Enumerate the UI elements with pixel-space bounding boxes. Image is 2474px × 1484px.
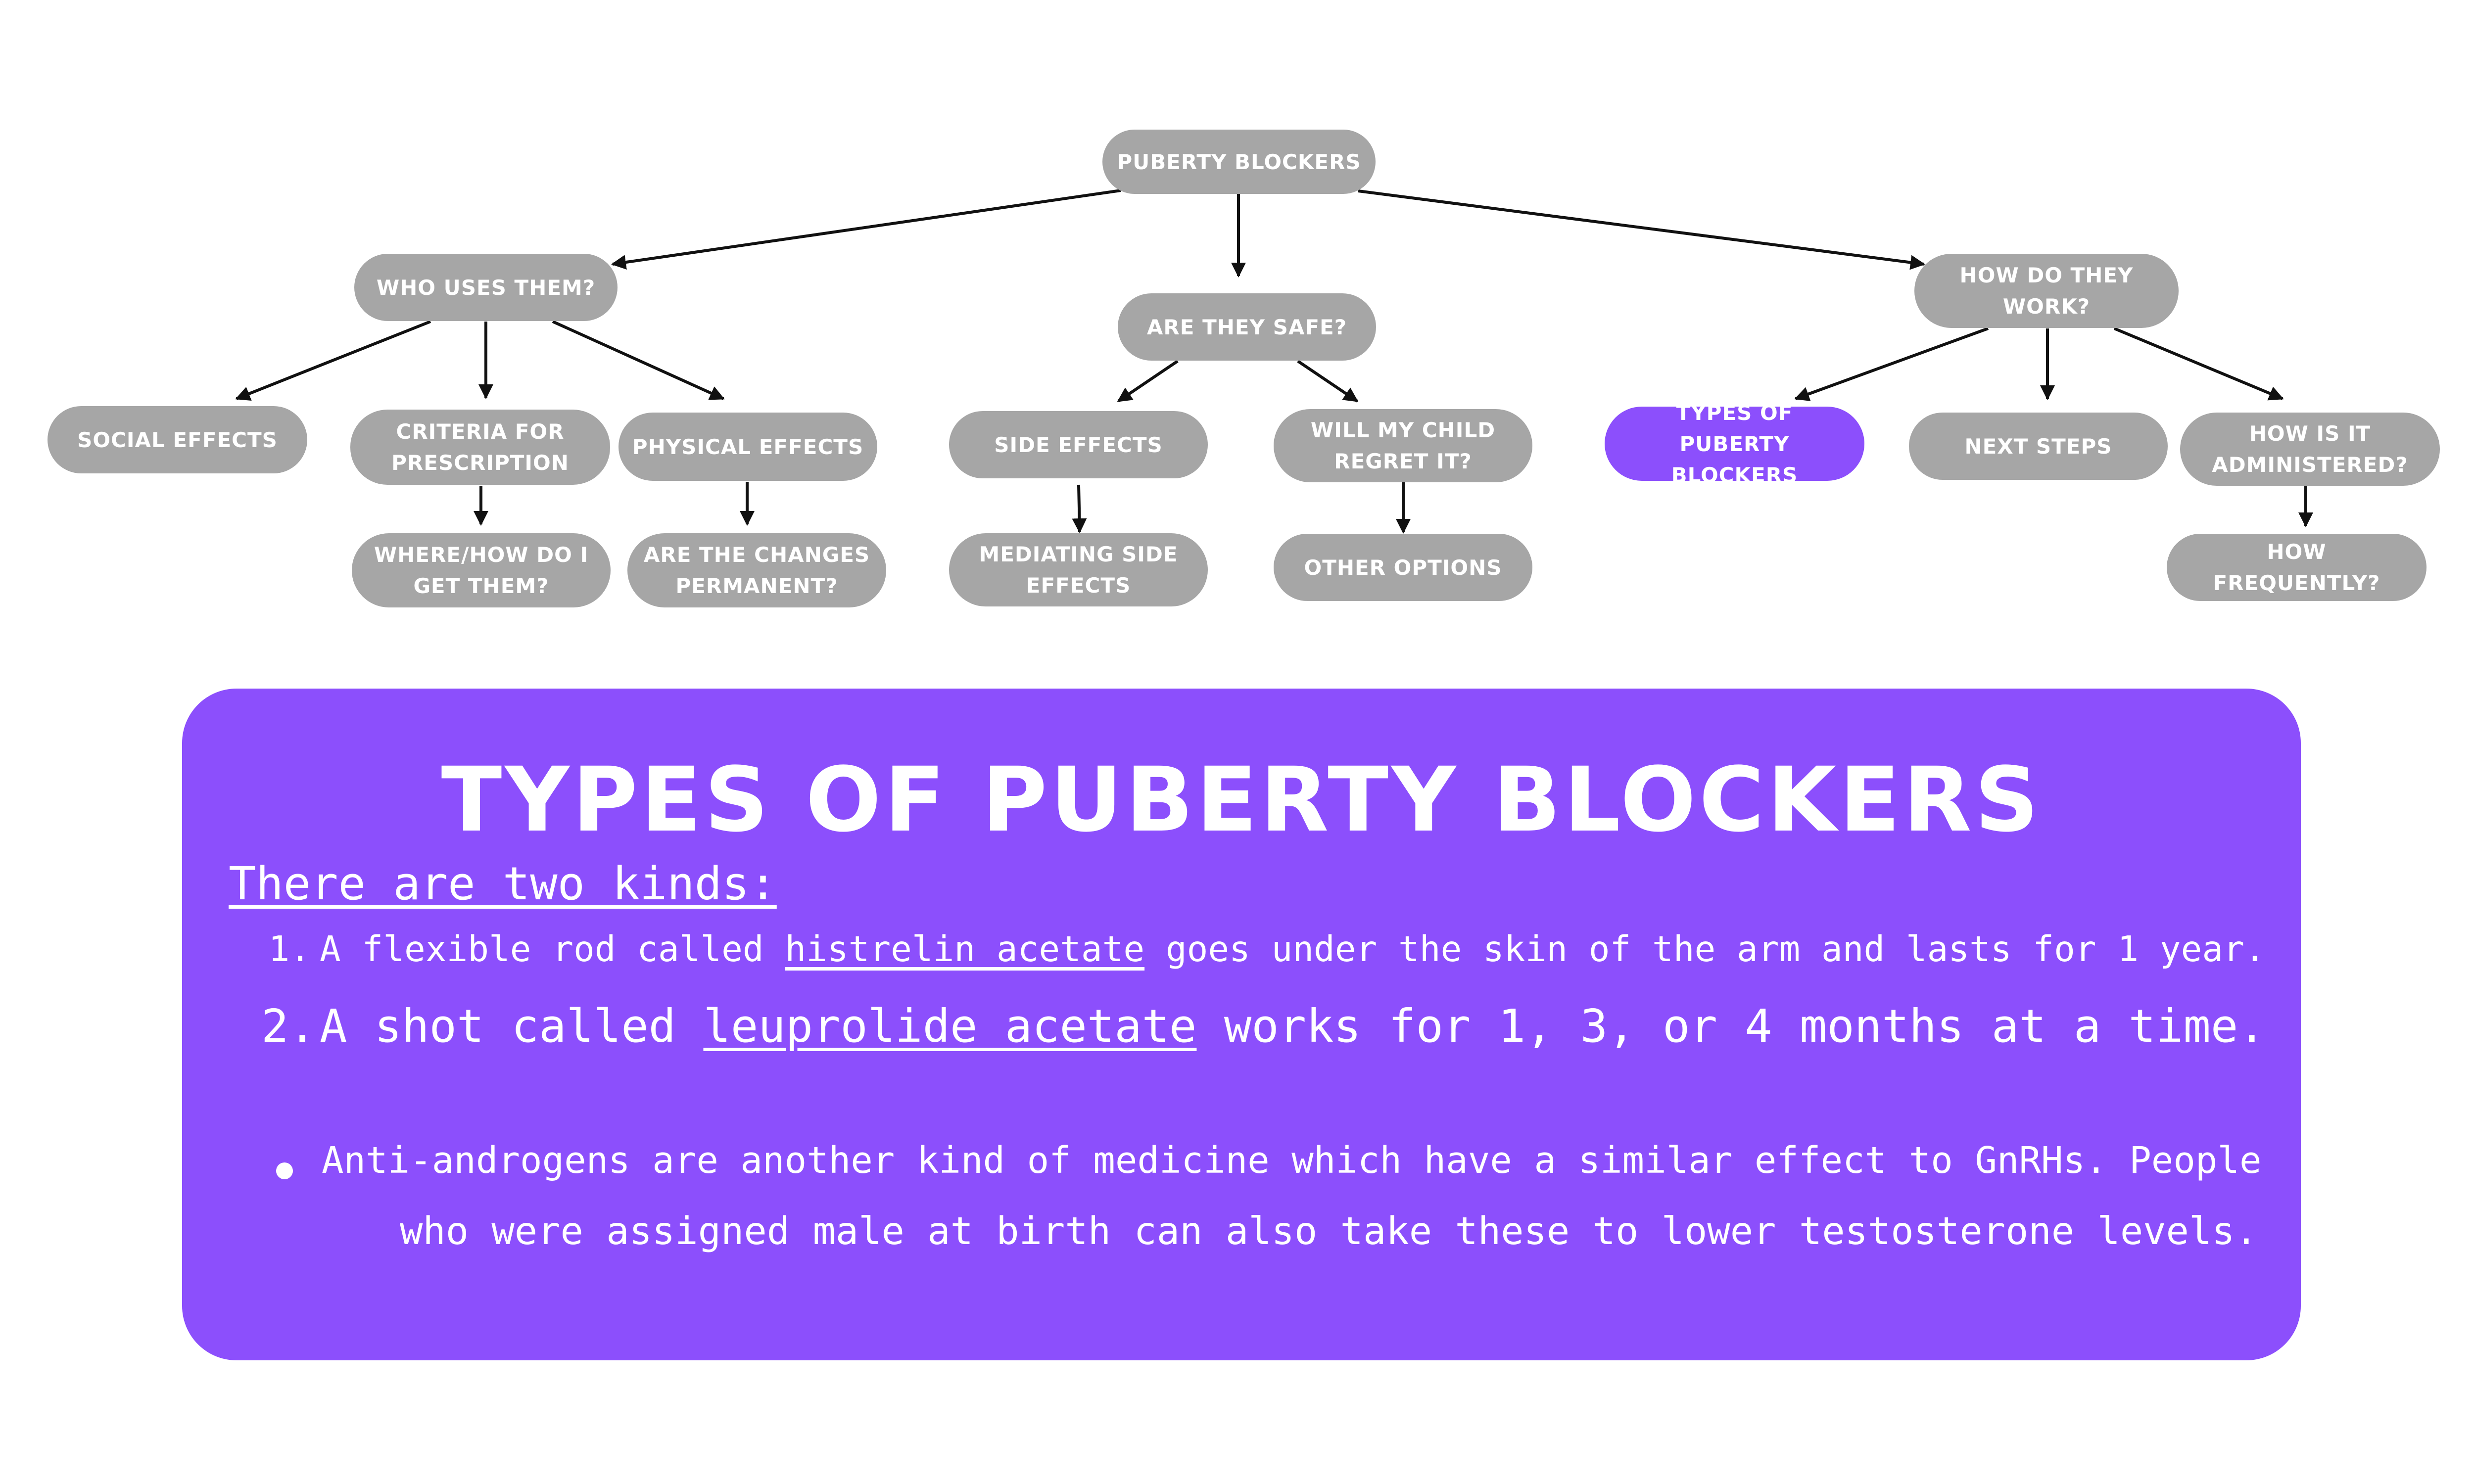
- edge-root-how-work: [1358, 189, 1925, 270]
- node-mediating-side-effects[interactable]: MEDIATING SIDE EFFECTS: [949, 533, 1208, 606]
- list-item-2-after: works for 1, 3, or 4 months at a time.: [1196, 1000, 2266, 1053]
- node-other-options[interactable]: OTHER OPTIONS: [1274, 534, 1532, 601]
- term-leuprolide-acetate: leuprolide acetate: [703, 1000, 1197, 1053]
- node-puberty-blockers[interactable]: PUBERTY BLOCKERS: [1102, 130, 1376, 194]
- edge-side-mediating: [1072, 484, 1087, 533]
- node-how-frequently[interactable]: HOW FREQUENTLY?: [2167, 534, 2426, 601]
- bullet-line-1: Anti-androgens are another kind of medic…: [322, 1139, 2262, 1182]
- list-item-2: 2.A shot called leuprolide acetate works…: [261, 999, 2266, 1054]
- node-types-of-puberty-blockers[interactable]: TYPES OF PUBERTY BLOCKERS: [1605, 401, 1864, 487]
- list-number-2: 2.: [261, 1000, 316, 1053]
- info-panel: TYPES OF PUBERTY BLOCKERS There are two …: [182, 689, 2301, 1360]
- edge-safe-regret: [1297, 360, 1359, 403]
- bullet-line-2: who were assigned male at birth can also…: [400, 1209, 2258, 1253]
- edge-safe-side: [1117, 360, 1179, 403]
- panel-intro: There are two kinds:: [229, 857, 777, 911]
- node-side-effects[interactable]: SIDE EFFECTS: [949, 411, 1208, 478]
- edge-how-administered: [2113, 327, 2284, 401]
- list-item-2-before: A shot called: [320, 1000, 704, 1053]
- edge-root-who-uses: [611, 189, 1121, 270]
- node-are-the-changes-permanent[interactable]: ARE THE CHANGES PERMANENT?: [627, 533, 886, 607]
- node-how-do-they-work[interactable]: HOW DO THEY WORK?: [1914, 254, 2179, 328]
- list-item-1-before: A flexible rod called: [320, 928, 785, 970]
- list-number-1: 1.: [268, 928, 311, 970]
- node-how-is-it-administered[interactable]: HOW IS IT ADMINISTERED?: [2180, 413, 2440, 486]
- panel-title: TYPES OF PUBERTY BLOCKERS: [441, 748, 2042, 852]
- node-criteria-for-prescription[interactable]: CRITERIA FOR PRESCRIPTION: [350, 410, 610, 485]
- node-social-effects[interactable]: SOCIAL EFFECTS: [48, 406, 307, 473]
- intro-text: There are two kinds:: [229, 857, 777, 910]
- edge-who-physical: [552, 320, 725, 400]
- node-physical-effects[interactable]: PHYSICAL EFFECTS: [618, 413, 877, 481]
- bullet-dot-icon: [276, 1162, 293, 1179]
- edge-how-types: [1794, 327, 1989, 401]
- list-item-1-after: goes under the skin of the arm and lasts…: [1144, 928, 2266, 970]
- node-will-my-child-regret-it[interactable]: WILL MY CHILD REGRET IT?: [1274, 409, 1532, 482]
- list-item-1: 1.A flexible rod called histrelin acetat…: [261, 928, 2266, 970]
- node-next-steps[interactable]: NEXT STEPS: [1909, 413, 2168, 480]
- node-are-they-safe[interactable]: ARE THEY SAFE?: [1118, 293, 1376, 361]
- edge-who-social: [235, 320, 431, 401]
- node-where-how-do-i-get-them[interactable]: WHERE/HOW DO I GET THEM?: [352, 533, 611, 607]
- term-histrelin-acetate: histrelin acetate: [785, 928, 1145, 970]
- node-who-uses-them[interactable]: WHO USES THEM?: [354, 254, 618, 321]
